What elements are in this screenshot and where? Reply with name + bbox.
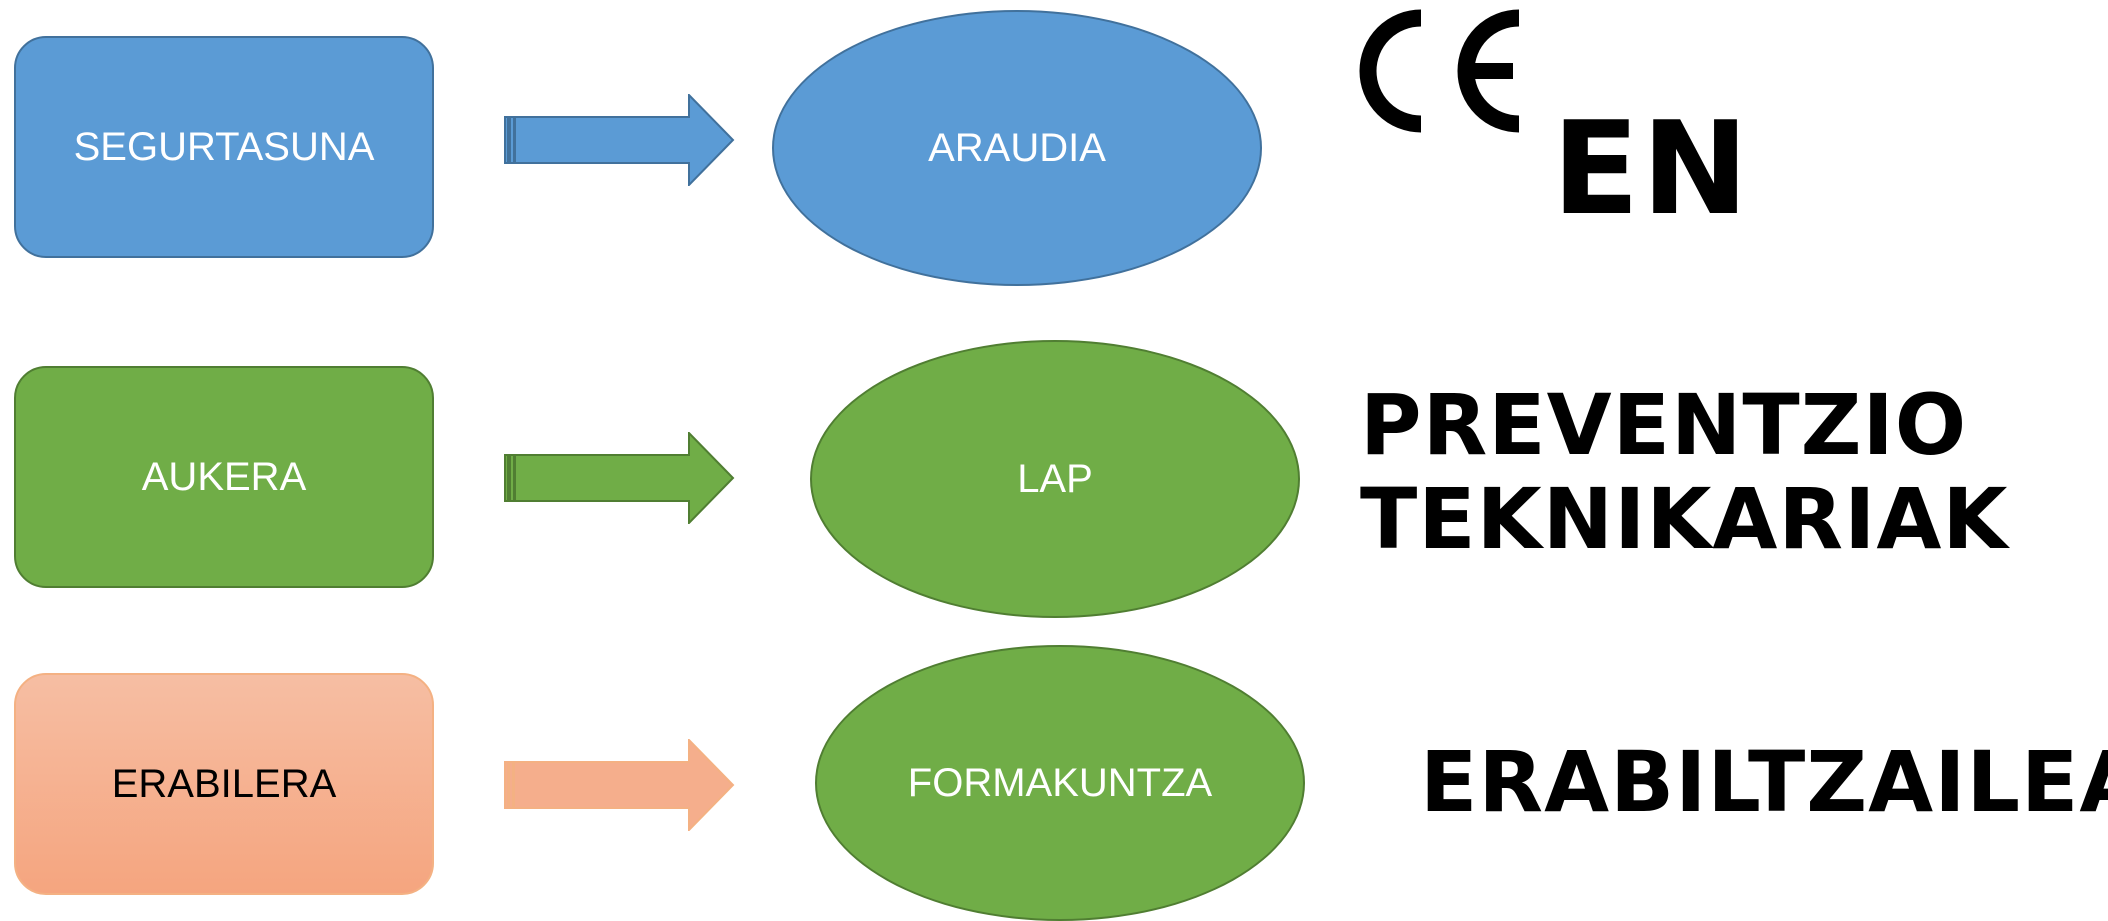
formakuntza-label: FORMAKUNTZA bbox=[907, 760, 1213, 805]
erabilera-box: ERABILERA bbox=[14, 673, 434, 895]
segurtasuna-label: SEGURTASUNA bbox=[73, 124, 375, 169]
arrow-right-icon bbox=[504, 432, 735, 524]
aukera-box: AUKERA bbox=[14, 366, 434, 588]
erabiltzailea-label: ERABILTZAILEA bbox=[1420, 733, 2108, 831]
arrow-right-icon bbox=[504, 94, 735, 186]
araudia-oval: ARAUDIA bbox=[772, 10, 1262, 286]
teknikariak-line: TEKNIKARIAK bbox=[1360, 470, 2009, 569]
en-label: EN bbox=[1552, 95, 1751, 244]
formakuntza-oval: FORMAKUNTZA bbox=[815, 645, 1305, 921]
lap-oval: LAP bbox=[810, 340, 1300, 618]
arrow-right-icon bbox=[504, 739, 735, 831]
ce-mark-icon bbox=[1359, 9, 1520, 133]
aukera-label: AUKERA bbox=[141, 454, 307, 499]
segurtasuna-box: SEGURTASUNA bbox=[14, 36, 434, 258]
araudia-label: ARAUDIA bbox=[928, 125, 1106, 170]
erabilera-label: ERABILERA bbox=[111, 761, 337, 806]
preventzio-teknikariak-label: PREVENTZIO TEKNIKARIAK bbox=[1360, 378, 2008, 566]
preventzio-line: PREVENTZIO bbox=[1360, 376, 1968, 474]
lap-label: LAP bbox=[1017, 456, 1093, 501]
